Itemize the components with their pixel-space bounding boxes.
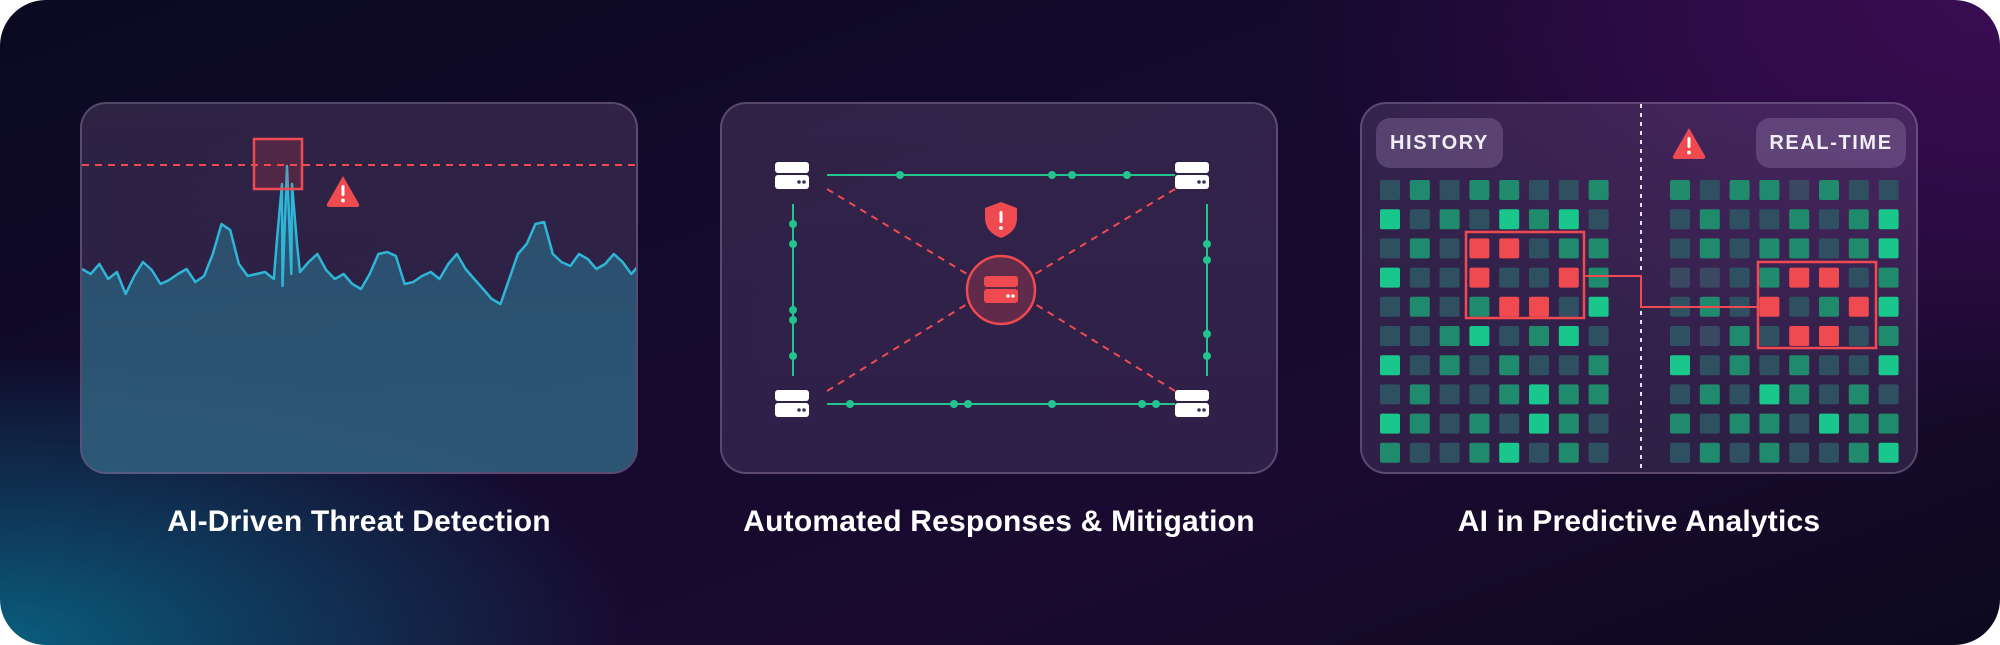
traffic-line: [82, 164, 636, 306]
pattern-match-link: [1584, 275, 1758, 308]
warning-icon: [1672, 128, 1706, 159]
caption-predictive-analytics: AI in Predictive Analytics: [1457, 505, 1821, 538]
threat-chart: [82, 137, 636, 472]
automated-responses-card: [720, 102, 1278, 474]
server-icon: [1175, 162, 1209, 189]
network-diagram: [775, 162, 1211, 417]
warning-icon: [326, 176, 360, 207]
threat-detection-card: [80, 102, 638, 474]
history-label: HISTORY: [1376, 118, 1503, 168]
anomaly-marker: [252, 137, 304, 191]
shield-alert-icon: [985, 202, 1017, 238]
realtime-label: REAL-TIME: [1756, 118, 1906, 168]
server-icon: [775, 390, 809, 417]
traffic-area: [82, 166, 636, 472]
realtime-heatmap: [1670, 180, 1899, 463]
server-icon: [775, 162, 809, 189]
predictive-analytics-card: HISTORY REAL-TIME: [1360, 102, 1918, 474]
caption-automated-responses: Automated Responses & Mitigation: [743, 505, 1255, 538]
heatmap-grids: [1380, 104, 1899, 472]
realtime-pattern-box: [1756, 260, 1878, 350]
history-heatmap: [1380, 180, 1609, 463]
server-icon: [1175, 390, 1209, 417]
caption-threat-detection: AI-Driven Threat Detection: [167, 505, 551, 538]
server-icon: [984, 276, 1018, 303]
